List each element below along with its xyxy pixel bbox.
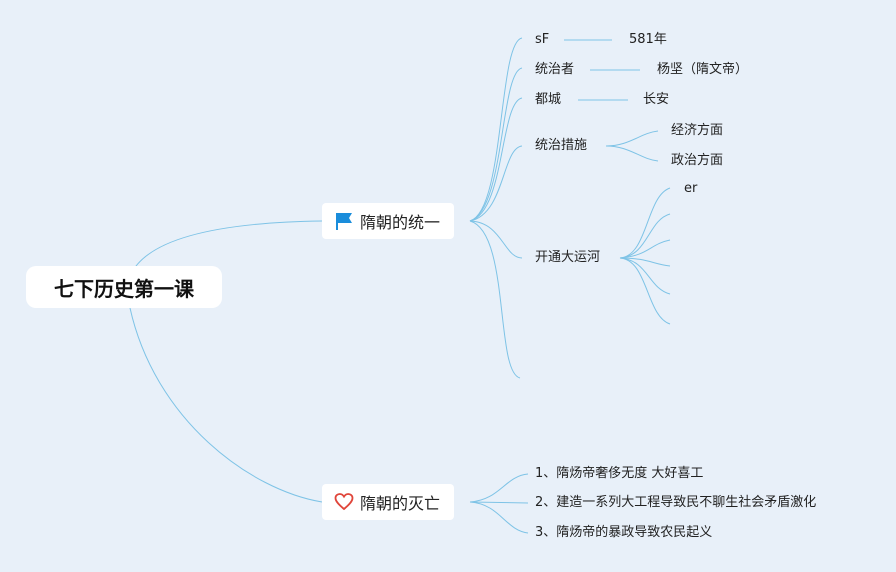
topic-capital-value[interactable]: 长安	[643, 92, 670, 107]
heart-icon	[334, 492, 354, 512]
branch-fall[interactable]: 隋朝的灭亡	[322, 484, 455, 520]
topic-measures-politics[interactable]: 政治方面	[671, 153, 724, 168]
topic-fall-reason-2[interactable]: 2、建造一系列大工程导致民不聊生社会矛盾激化	[535, 495, 817, 510]
topic-fall-reason-1[interactable]: 1、隋炀帝奢侈无度 大好喜工	[535, 466, 704, 481]
topic-founding[interactable]: sF	[535, 32, 550, 47]
topic-founding-value[interactable]: 581年	[629, 32, 667, 47]
branch-unify[interactable]: 隋朝的统一	[322, 203, 455, 239]
root-topic[interactable]: 七下历史第一课	[26, 266, 222, 308]
topic-capital[interactable]: 都城	[535, 92, 562, 107]
branch-fall-label: 隋朝的灭亡	[360, 494, 441, 513]
flag-icon	[334, 211, 354, 231]
branch-unify-label: 隋朝的统一	[360, 213, 441, 232]
topic-canal[interactable]: 开通大运河	[535, 250, 601, 265]
topic-measures-economy[interactable]: 经济方面	[671, 123, 724, 138]
topic-ruler-value[interactable]: 杨坚（隋文帝）	[657, 62, 749, 77]
topic-measures[interactable]: 统治措施	[535, 138, 588, 153]
connector-root-unify	[129, 220, 323, 277]
topic-fall-reason-3[interactable]: 3、隋炀帝的暴政导致农民起义	[535, 525, 713, 540]
topic-ruler[interactable]: 统治者	[535, 62, 575, 77]
topic-canal-child[interactable]: er	[684, 181, 698, 196]
connector-root-fall	[129, 307, 323, 503]
